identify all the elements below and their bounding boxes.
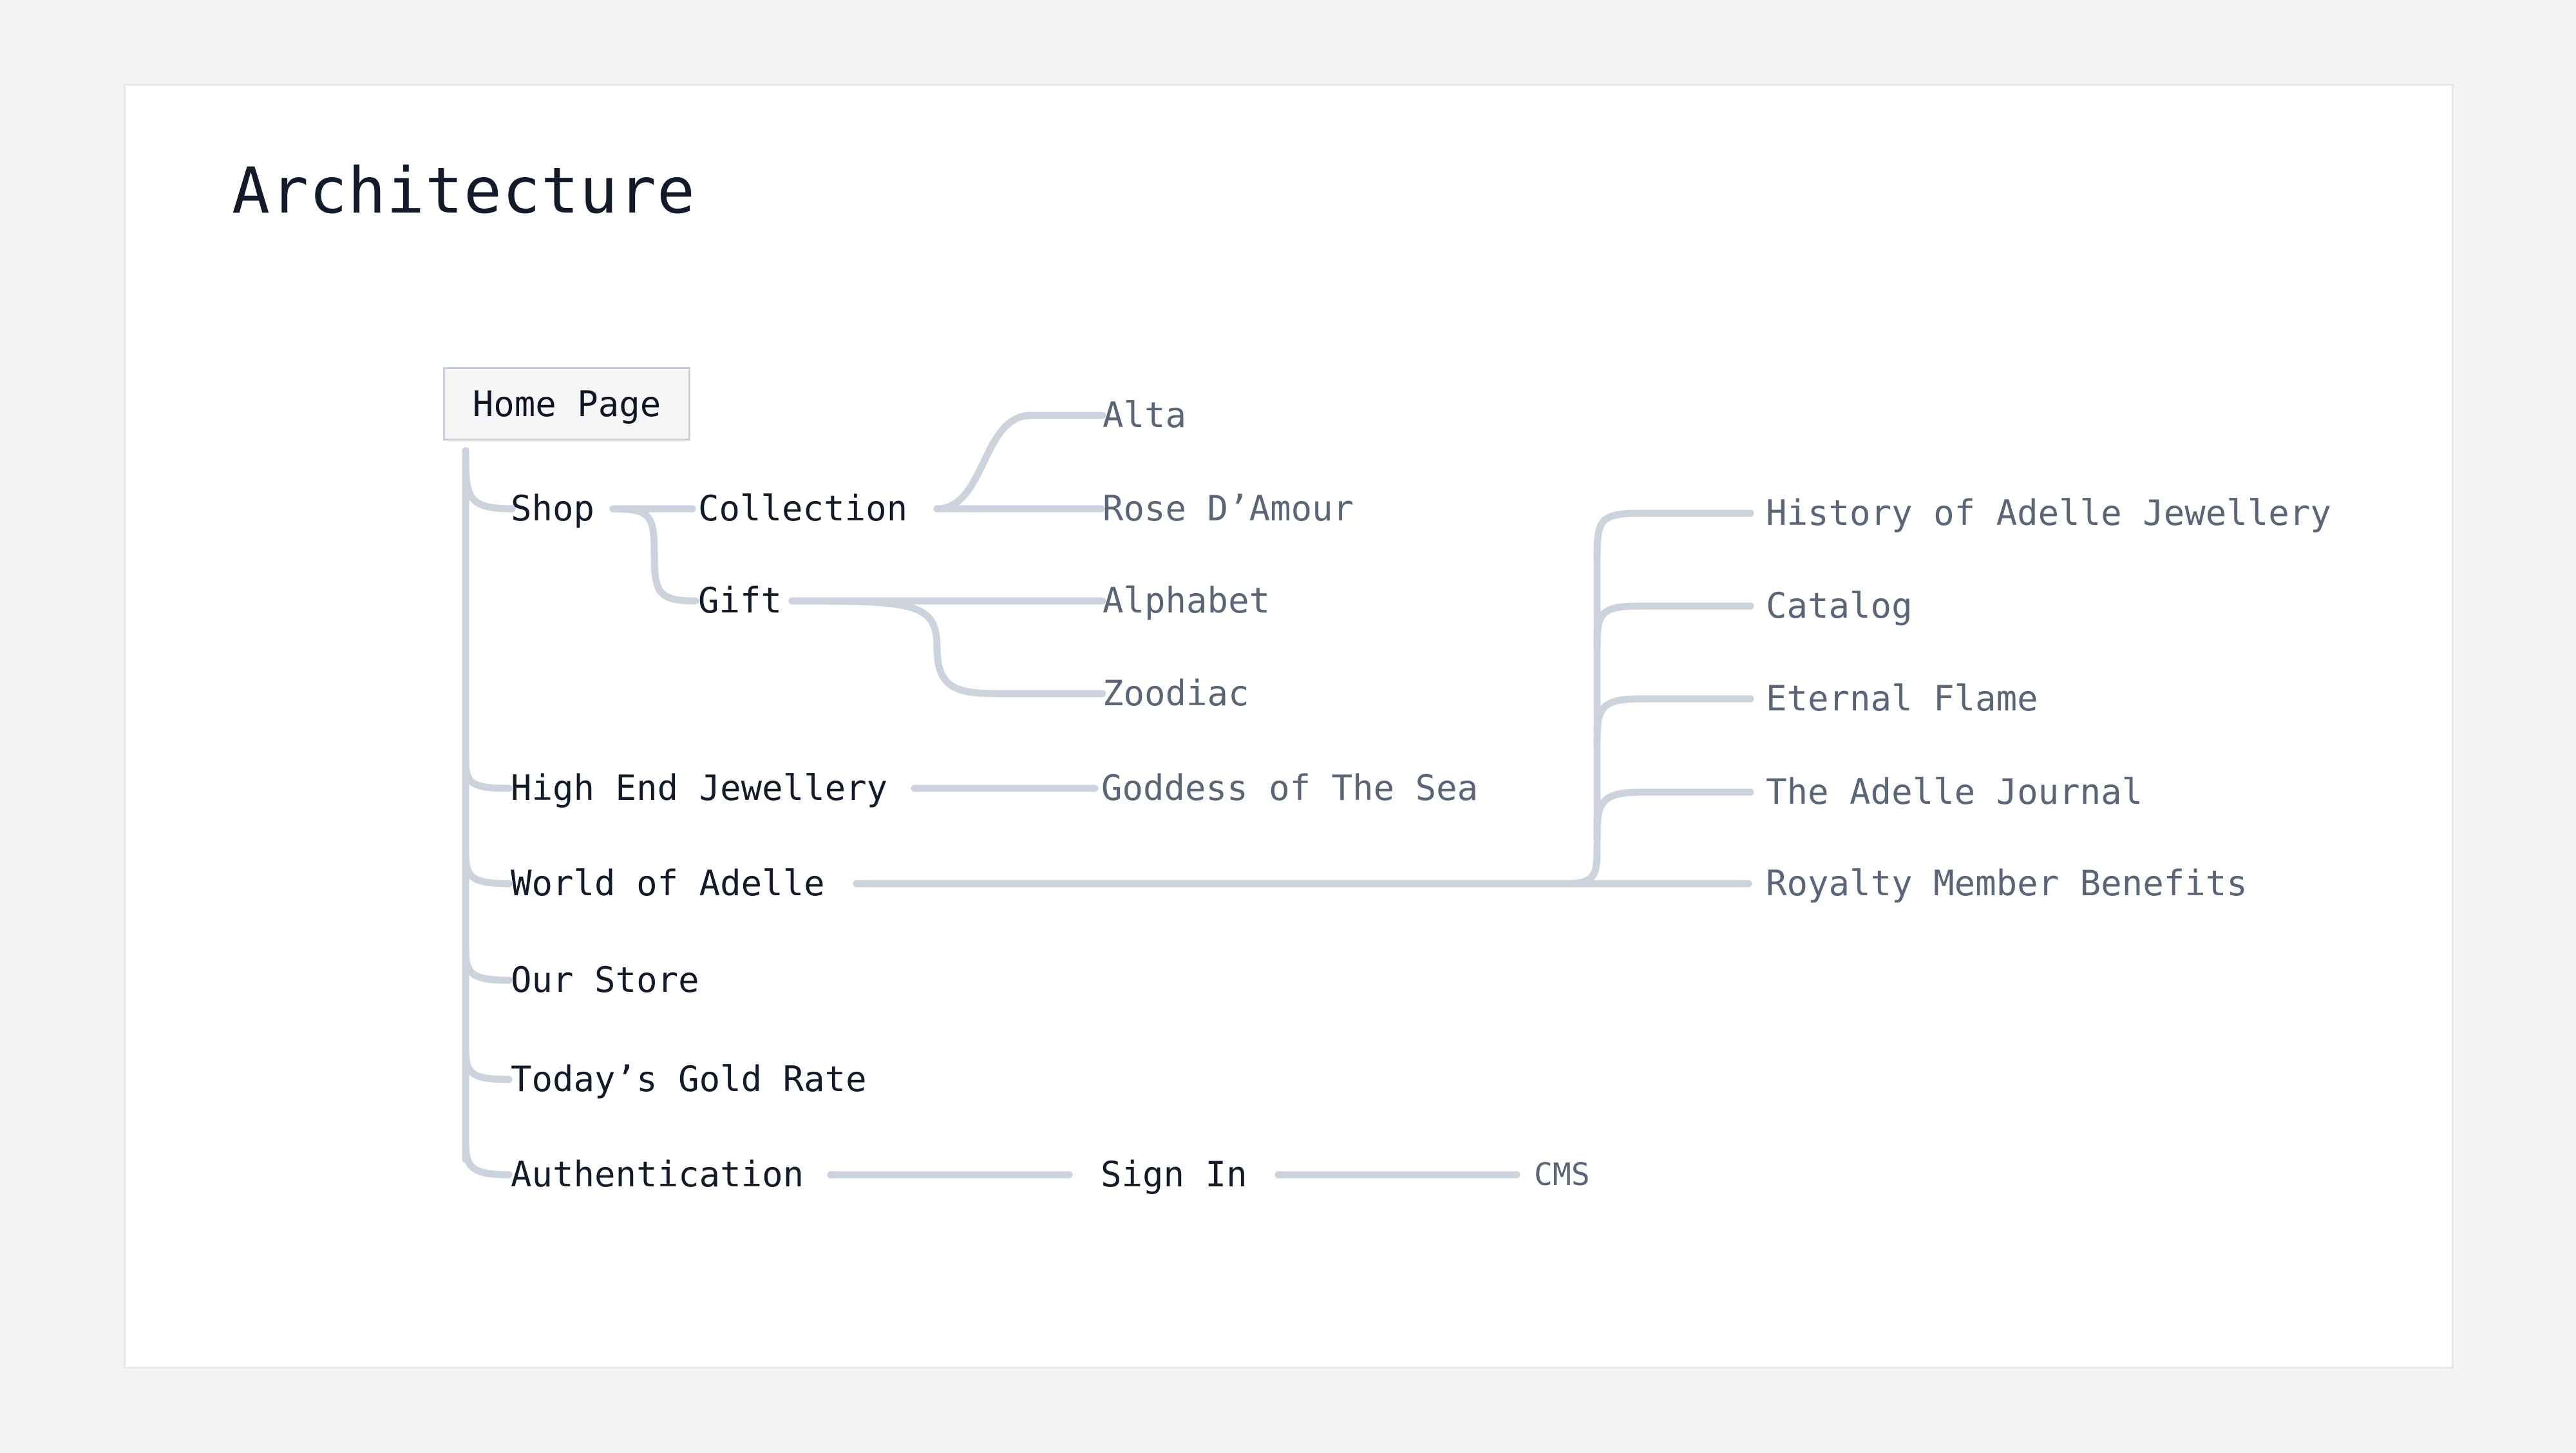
node-alphabet[interactable]: Alphabet xyxy=(1103,580,1271,621)
diagram-card xyxy=(124,84,2454,1369)
node-catalog[interactable]: Catalog xyxy=(1766,585,1913,626)
node-gift[interactable]: Gift xyxy=(698,580,782,621)
node-shop[interactable]: Shop xyxy=(511,488,595,529)
node-zoodiac[interactable]: Zoodiac xyxy=(1103,673,1249,714)
node-eternal-flame[interactable]: Eternal Flame xyxy=(1766,678,2038,719)
node-royalty-member-benefits[interactable]: Royalty Member Benefits xyxy=(1766,863,2248,904)
node-history-of-adelle-jewellery[interactable]: History of Adelle Jewellery xyxy=(1766,493,2331,533)
node-authentication[interactable]: Authentication xyxy=(511,1154,804,1195)
node-alta[interactable]: Alta xyxy=(1103,395,1187,435)
node-goddess-of-the-sea[interactable]: Goddess of The Sea xyxy=(1101,768,1479,808)
node-world-of-adelle[interactable]: World of Adelle xyxy=(511,863,825,904)
page-title: Architecture xyxy=(232,155,696,228)
node-rose-damour[interactable]: Rose D’Amour xyxy=(1103,488,1354,529)
node-cms[interactable]: CMS xyxy=(1534,1157,1590,1193)
node-home-page[interactable]: Home Page xyxy=(443,367,690,441)
node-todays-gold-rate[interactable]: Today’s Gold Rate xyxy=(511,1059,867,1099)
node-sign-in[interactable]: Sign In xyxy=(1101,1154,1247,1195)
node-high-end-jewellery[interactable]: High End Jewellery xyxy=(511,768,888,808)
node-the-adelle-journal[interactable]: The Adelle Journal xyxy=(1766,772,2143,812)
node-collection[interactable]: Collection xyxy=(698,488,908,529)
node-home-page-label: Home Page xyxy=(472,383,661,424)
node-our-store[interactable]: Our Store xyxy=(511,960,699,1000)
